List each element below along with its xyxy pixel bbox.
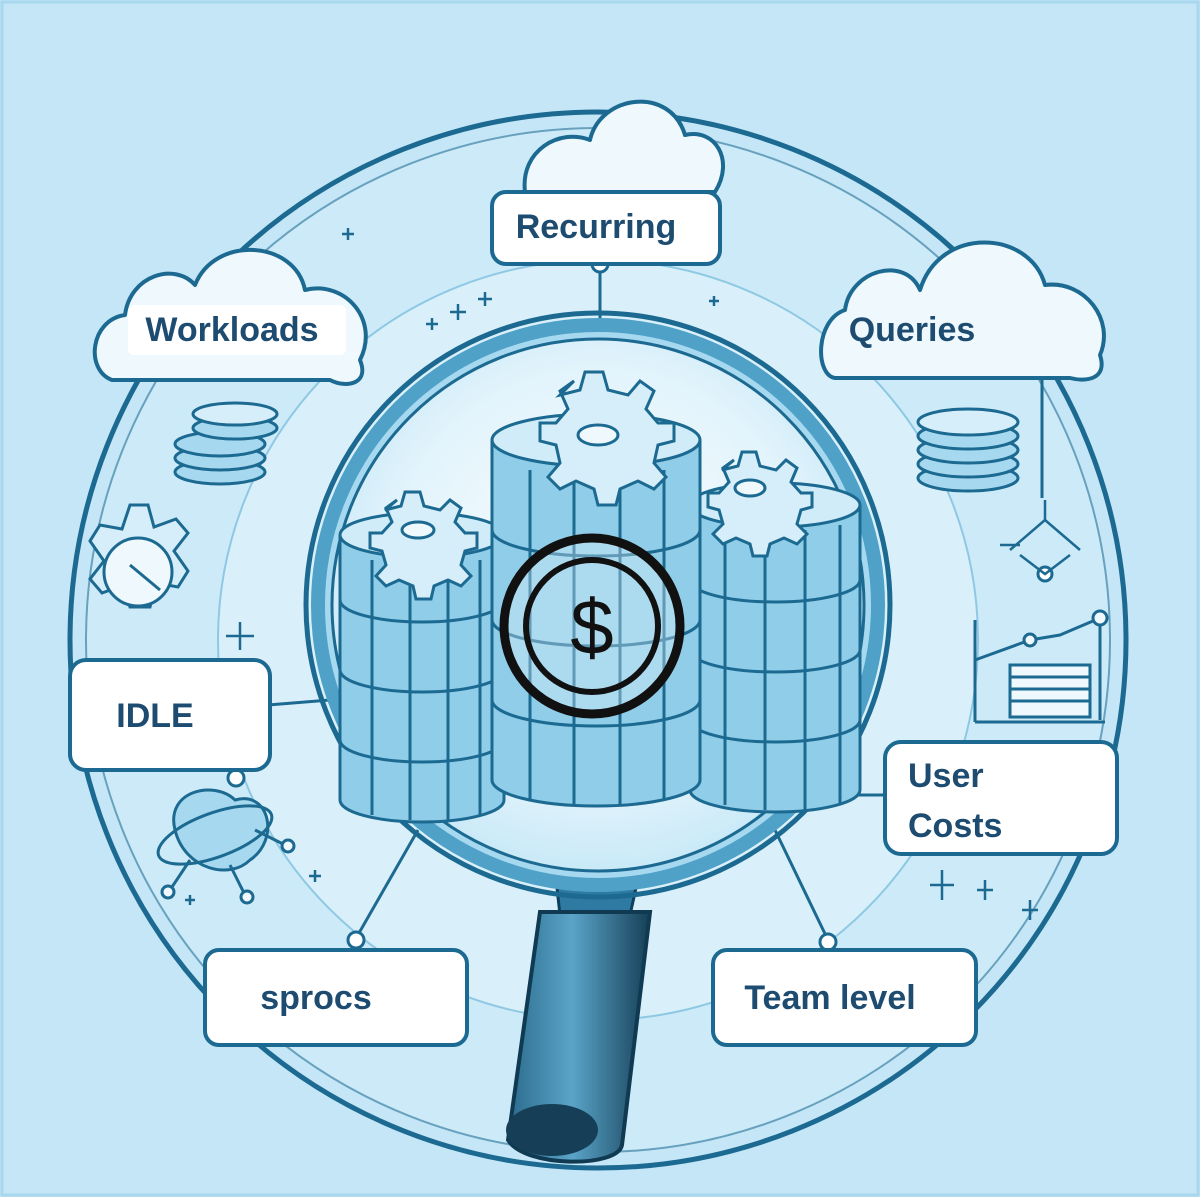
label-user-costs-line1: User <box>908 757 984 795</box>
flowchart-icon <box>1000 500 1081 576</box>
gear-icon <box>88 503 190 609</box>
network-icon <box>156 788 296 905</box>
label-idle-text: IDLE <box>116 697 193 735</box>
gear-icon <box>538 370 676 507</box>
cloud-icon <box>819 240 1106 382</box>
label-workloads: Workloads <box>128 305 346 355</box>
label-user-costs-line2: Costs <box>908 807 1002 845</box>
label-sprocs-text: sprocs <box>260 979 372 1017</box>
gear-icon <box>706 450 814 558</box>
coin-stack-icon <box>173 401 279 486</box>
label-recurring: Recurring <box>490 190 722 266</box>
svg-text:$: $ <box>570 583 613 671</box>
label-sprocs: sprocs <box>203 948 469 1047</box>
label-workloads-text: Workloads <box>145 311 318 349</box>
label-queries: Queries <box>849 311 976 349</box>
label-team-level: Team level <box>711 948 978 1047</box>
label-idle: IDLE <box>68 658 272 772</box>
cloud-icon <box>522 99 726 194</box>
dollar-icon: $ <box>499 533 685 719</box>
label-recurring-text: Recurring <box>516 208 677 246</box>
label-queries-text: Queries <box>849 311 976 349</box>
sparkle-icon <box>185 228 1038 920</box>
bar-chart-icon <box>973 609 1109 724</box>
label-team-level-text: Team level <box>744 979 915 1017</box>
label-user-costs: User Costs <box>883 740 1119 856</box>
coin-stack-icon <box>916 407 1020 493</box>
gear-icon <box>368 490 479 601</box>
